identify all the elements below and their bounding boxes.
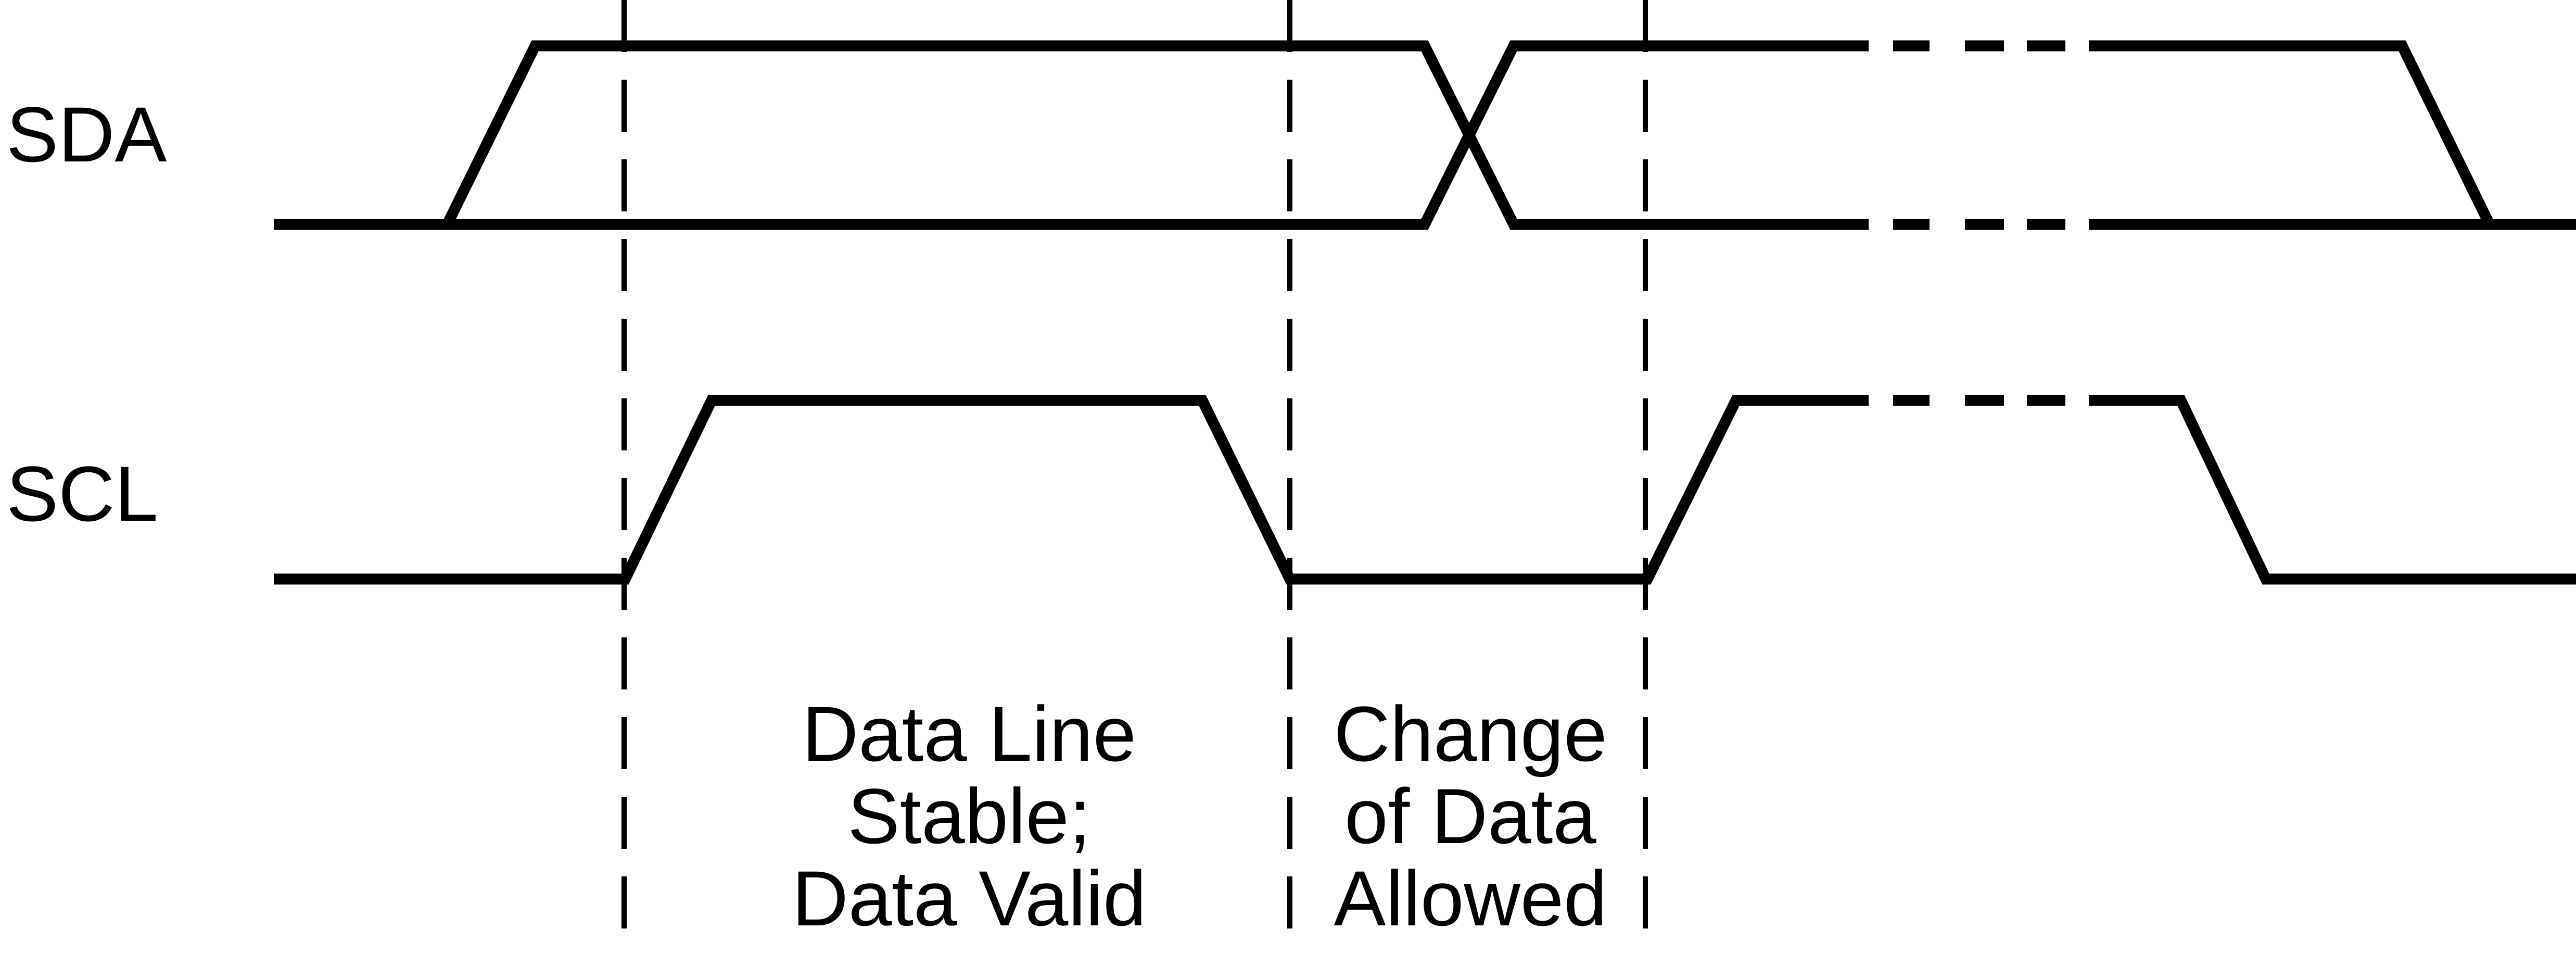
annotation-data-valid-line-1: Data Line xyxy=(802,690,1137,777)
sda-low-rail-and-cross-rise xyxy=(274,40,1869,230)
signal-label-scl: SCL xyxy=(6,450,158,537)
annotation-data-valid-line-2: Stable; xyxy=(847,772,1091,860)
annotation-change-allowed-line-3: Allowed xyxy=(1334,855,1607,942)
scl-right-fall-and-low-rail xyxy=(2089,395,2576,585)
sda-top-rail-right-and-final-fall xyxy=(2089,40,2576,230)
annotation-change-allowed: Change of Data Allowed xyxy=(1106,693,1835,939)
annotation-change-allowed-line-2: of Data xyxy=(1344,772,1596,860)
signal-label-sda: SDA xyxy=(6,91,167,178)
annotation-data-valid-line-3: Data Valid xyxy=(792,855,1147,942)
sda-initial-rise-top-rail-and-cross-fall xyxy=(442,40,1869,230)
annotation-change-allowed-line-1: Change xyxy=(1334,690,1607,777)
scl-left-pulse xyxy=(274,395,1869,585)
annotation-data-valid: Data Line Stable; Data Valid xyxy=(605,693,1334,939)
